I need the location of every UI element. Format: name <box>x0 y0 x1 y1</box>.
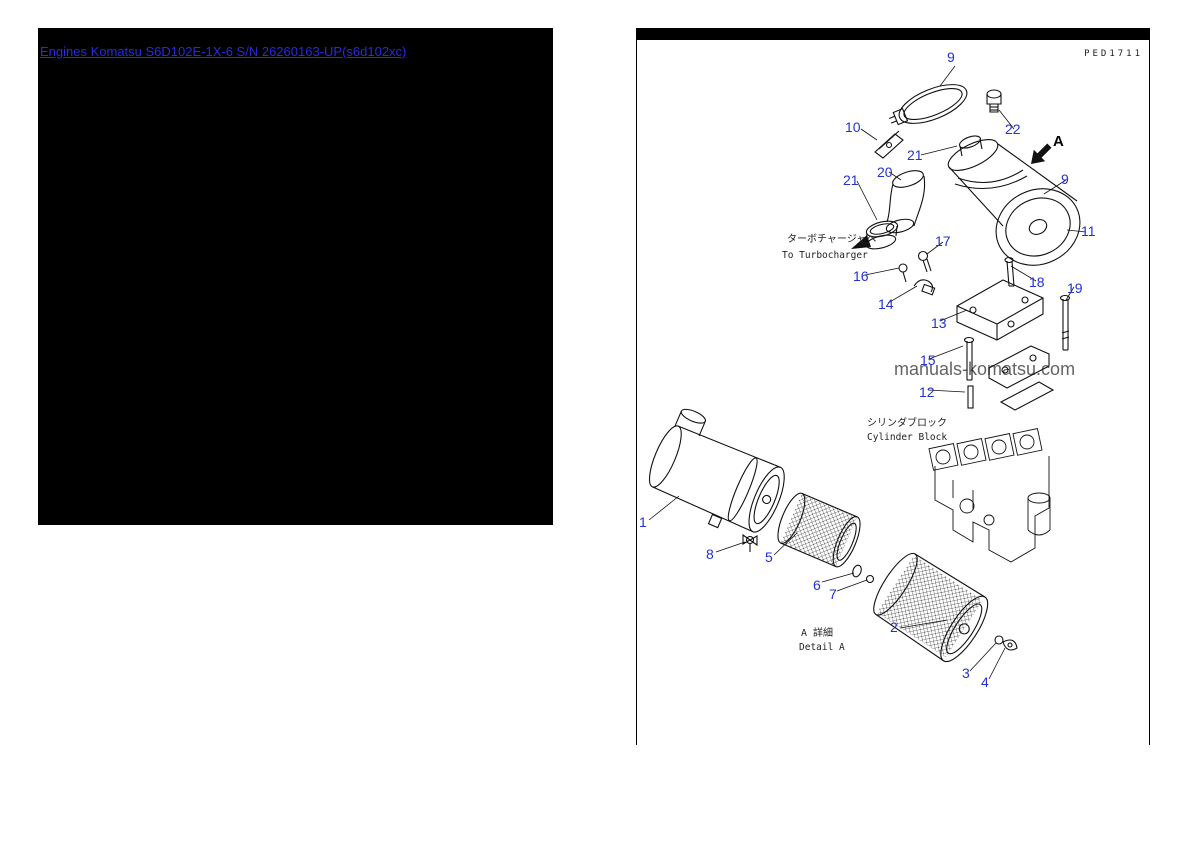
wing-nut <box>1002 639 1018 651</box>
cylinder-block-label-en: Cylinder Block <box>867 432 948 443</box>
callout-19[interactable]: 19 <box>1067 280 1083 296</box>
bolt-17 <box>917 250 932 273</box>
cylinder-block <box>928 428 1051 563</box>
washer-6 <box>852 564 862 578</box>
drawing-number: PED1711 <box>1084 49 1143 59</box>
callout-4[interactable]: 4 <box>981 674 989 690</box>
callout-11[interactable]: 11 <box>1081 223 1096 239</box>
filter-element-inner <box>777 492 861 568</box>
bracket-strap <box>874 130 904 159</box>
callout-20[interactable]: 20 <box>877 164 893 180</box>
callout-12[interactable]: 12 <box>919 384 935 400</box>
leader-lines <box>648 65 1087 680</box>
view-marker-a: A <box>1053 133 1064 150</box>
bolt-15 <box>963 336 975 381</box>
callout-5[interactable]: 5 <box>765 549 773 565</box>
shim-plate <box>999 381 1055 411</box>
callout-15[interactable]: 15 <box>920 352 936 368</box>
to-turbocharger-label-en: To Turbocharger <box>782 250 868 261</box>
callout-18[interactable]: 18 <box>1029 274 1045 290</box>
bracket-plate <box>956 279 1044 341</box>
callout-2[interactable]: 2 <box>890 619 898 635</box>
detail-label-en: Detail A <box>799 642 845 653</box>
callout-1[interactable]: 1 <box>639 514 647 530</box>
view-direction-arrow <box>1031 143 1052 164</box>
stud-12 <box>967 385 974 409</box>
cylinder-block-label-jp: シリンダブロック <box>867 418 947 429</box>
diagram-top-bar <box>637 28 1149 40</box>
callout-9-clamp[interactable]: 9 <box>947 49 955 65</box>
to-turbocharger-label-jp: ターボチャージャへ <box>787 234 877 245</box>
callout-17[interactable]: 17 <box>935 233 951 249</box>
detail-label-jp: A 詳細 <box>801 628 834 639</box>
bolt-19 <box>1059 294 1071 351</box>
callout-10[interactable]: 10 <box>845 119 861 135</box>
blank-image-area <box>38 28 553 525</box>
filter-element-outer <box>873 552 989 663</box>
bolt-18 <box>1004 256 1015 287</box>
callout-13[interactable]: 13 <box>931 315 947 331</box>
air-cleaner-body <box>947 139 1081 266</box>
washer-3 <box>994 635 1004 645</box>
wing-bolt <box>742 533 758 552</box>
parts-diagram-panel: PED1711 manuals-komatsu.com <box>636 28 1150 745</box>
callout-9-band[interactable]: 9 <box>1061 171 1069 187</box>
callout-6[interactable]: 6 <box>813 577 821 593</box>
callout-21-neck[interactable]: 21 <box>907 147 923 163</box>
callout-3[interactable]: 3 <box>962 665 970 681</box>
callout-16[interactable]: 16 <box>853 268 869 284</box>
watermark-text: manuals-komatsu.com <box>894 359 1076 379</box>
turbo-direction-arrow <box>851 235 871 249</box>
filler-neck <box>958 135 983 157</box>
clamp-14 <box>913 279 936 296</box>
callout-21-hose[interactable]: 21 <box>843 172 859 188</box>
plug-bolt <box>986 89 1002 113</box>
nut-16 <box>898 263 908 283</box>
mount-plate <box>988 345 1050 389</box>
elbow-tube <box>885 170 926 234</box>
washer-7 <box>865 574 875 584</box>
model-title-link[interactable]: Engines Komatsu S6D102E-1X-6 S/N 2626016… <box>40 44 407 59</box>
hose-clamp <box>889 84 968 126</box>
callout-7[interactable]: 7 <box>829 586 837 602</box>
callout-14[interactable]: 14 <box>878 296 894 312</box>
callout-8[interactable]: 8 <box>706 546 714 562</box>
air-cleaner-canister <box>648 408 785 533</box>
callout-22[interactable]: 22 <box>1005 121 1021 137</box>
parts-diagram-drawing <box>648 65 1087 680</box>
